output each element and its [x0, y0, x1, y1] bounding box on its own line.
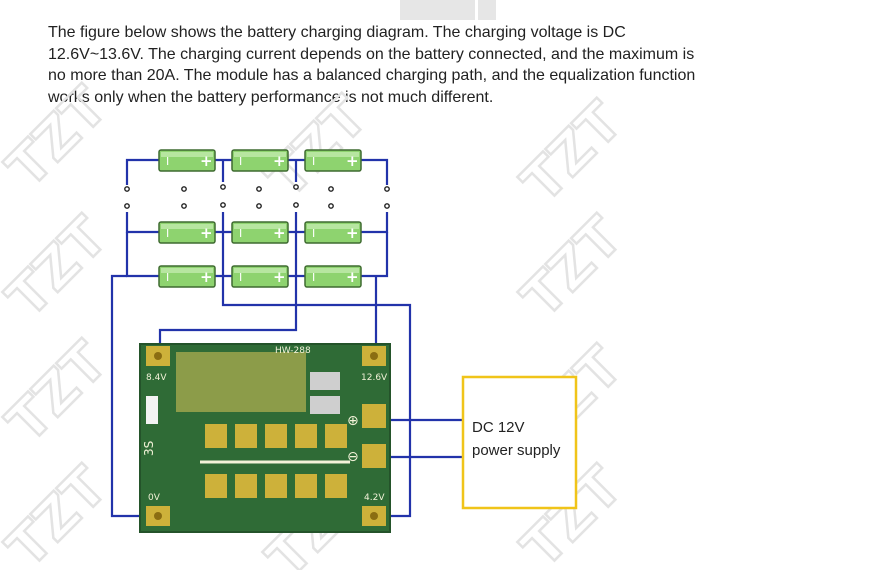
battery-minus-label: I [312, 271, 315, 284]
solder-hole [370, 352, 378, 360]
power-supply: DC 12V power supply [461, 375, 578, 510]
switch-dot [181, 203, 187, 209]
watermark: TZT [0, 75, 119, 199]
board-model-label: HW-288 [275, 346, 311, 356]
label-4v2: 4.2V [364, 493, 385, 503]
battery-plus-label: + [273, 224, 286, 242]
wire [360, 212, 389, 234]
solder-hole [154, 512, 162, 520]
watermark: TZT [0, 455, 119, 570]
battery-minus-label: I [166, 271, 169, 284]
battery-cell: I + [304, 221, 362, 244]
battery-plus-label: + [200, 224, 213, 242]
wire [221, 276, 412, 518]
battery-minus-label: I [239, 227, 242, 240]
pcb-component [176, 352, 306, 412]
battery-cell: I + [231, 149, 289, 172]
switch-dot [293, 184, 299, 190]
solder-hole [154, 352, 162, 360]
battery-plus-label: + [273, 268, 286, 286]
watermark: TZT [255, 85, 379, 209]
battery-plus-label: + [346, 152, 359, 170]
battery-cell: I + [158, 149, 216, 172]
label-minus: ⊖ [347, 449, 359, 465]
top-watermark-block [400, 0, 475, 20]
label-0v: 0V [148, 493, 161, 503]
power-supply-line1: DC 12V [472, 419, 525, 436]
pcb-component [310, 396, 340, 414]
switch-dot [293, 202, 299, 208]
watermark: TZT [510, 205, 634, 329]
batteries: I + I + I + I + I + [158, 149, 362, 288]
switch-dot [256, 186, 262, 192]
wire [125, 158, 159, 185]
battery-minus-label: I [312, 227, 315, 240]
switch-dot [220, 184, 226, 190]
watermark: TZT [0, 205, 119, 329]
switch-dot [384, 203, 390, 209]
label-3s: 3S [142, 441, 156, 456]
battery-plus-label: + [273, 152, 286, 170]
wire [360, 232, 389, 278]
switch-dot [328, 203, 334, 209]
switch-dot [220, 202, 226, 208]
battery-plus-label: + [346, 224, 359, 242]
pcb-component [146, 396, 158, 424]
switch-dot [124, 203, 130, 209]
power-supply-line2: power supply [472, 442, 561, 459]
switch-dot [124, 186, 130, 192]
battery-minus-label: I [239, 271, 242, 284]
terminal-pad [362, 444, 386, 468]
battery-minus-label: I [166, 155, 169, 168]
wire [125, 232, 159, 278]
top-watermark-block [478, 0, 496, 20]
power-supply-box [461, 375, 578, 510]
battery-cell: I + [304, 265, 362, 288]
battery-cell: I + [231, 265, 289, 288]
wires [110, 158, 463, 518]
wire [360, 158, 389, 185]
battery-minus-label: I [166, 227, 169, 240]
battery-plus-label: + [346, 268, 359, 286]
wire [125, 212, 159, 234]
terminal-pad [362, 404, 386, 428]
battery-cell: I + [304, 149, 362, 172]
label-12v6: 12.6V [361, 373, 388, 383]
solder-hole [370, 512, 378, 520]
switch-dots [124, 184, 390, 209]
battery-minus-label: I [239, 155, 242, 168]
watermark: TZT [0, 330, 119, 454]
switch-dot [328, 186, 334, 192]
bms-board: HW-288 8.4V 12.6V 0V 4.2V 3S ⊕ ⊖ [139, 343, 391, 533]
label-plus: ⊕ [347, 413, 359, 429]
wire [158, 276, 298, 355]
switch-dot [384, 186, 390, 192]
pcb-component [310, 372, 340, 390]
mosfet-array [205, 424, 347, 498]
battery-minus-label: I [312, 155, 315, 168]
battery-plus-label: + [200, 152, 213, 170]
switch-dot [181, 186, 187, 192]
watermark: TZT [510, 90, 634, 214]
label-8v4: 8.4V [146, 373, 167, 383]
battery-plus-label: + [200, 268, 213, 286]
battery-cell: I + [158, 265, 216, 288]
battery-cell: I + [231, 221, 289, 244]
wire [110, 274, 155, 518]
battery-cell: I + [158, 221, 216, 244]
switch-dot [256, 203, 262, 209]
description-text: The figure below shows the battery charg… [48, 24, 696, 106]
